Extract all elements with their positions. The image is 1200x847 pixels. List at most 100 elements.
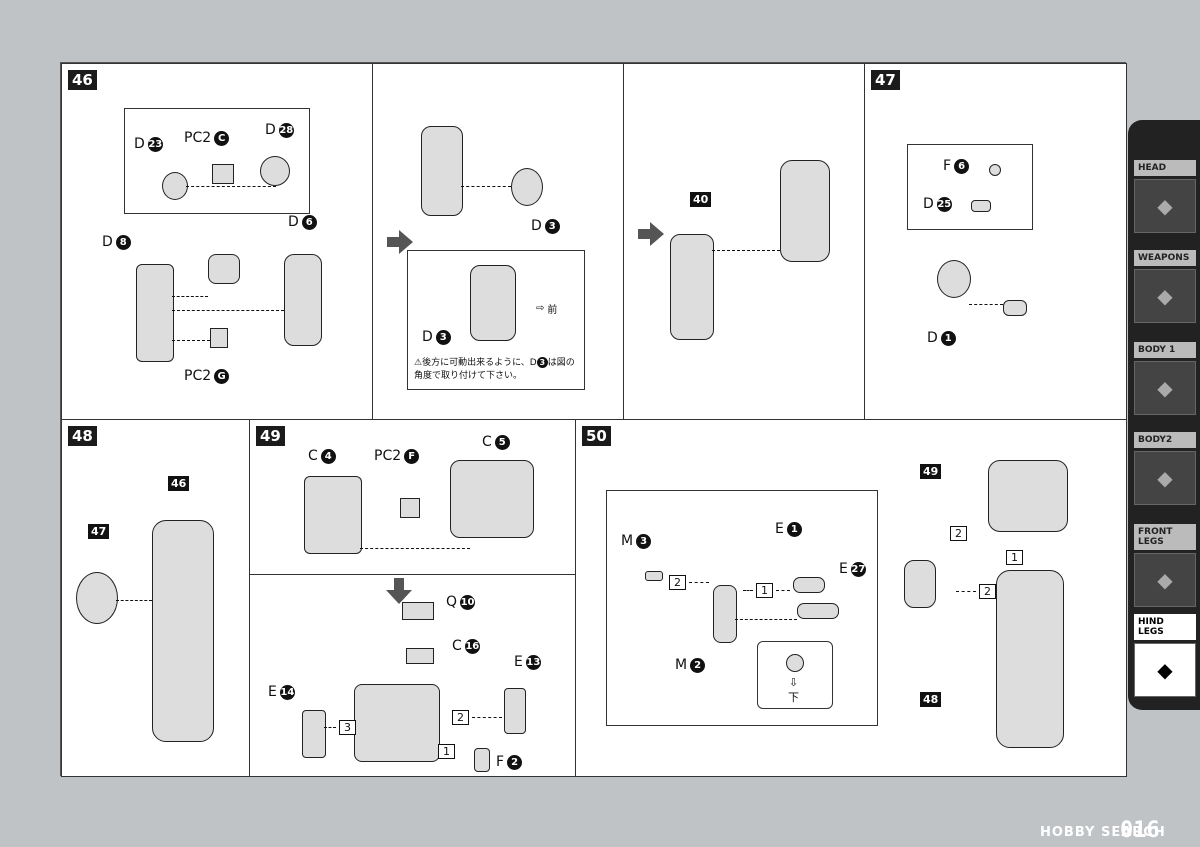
part-shape bbox=[937, 260, 971, 298]
divider bbox=[250, 574, 576, 575]
front-direction: ⇨ 前 bbox=[536, 303, 558, 316]
sequence-step: 1 bbox=[743, 583, 790, 598]
part-shape bbox=[208, 254, 240, 284]
sequence-step: 1 bbox=[438, 744, 455, 759]
sequence-step: 2 bbox=[950, 526, 967, 541]
step-reference-tag: 49 bbox=[920, 464, 942, 479]
part-shape bbox=[793, 577, 825, 593]
part-shape bbox=[971, 200, 991, 212]
sidebar-item-head[interactable]: HEAD ◆ bbox=[1134, 160, 1196, 233]
part-shape bbox=[1003, 300, 1027, 316]
sidebar-item-body1[interactable]: BODY 1 ◆ bbox=[1134, 342, 1196, 415]
part-shape bbox=[152, 520, 214, 742]
body2-thumbnail-icon: ◆ bbox=[1134, 451, 1196, 505]
sequence-step: 2 bbox=[669, 575, 709, 590]
step-48-panel: 48 46 47 bbox=[61, 419, 251, 777]
part-shape bbox=[406, 648, 434, 664]
sidebar-item-label: BODY 1 bbox=[1134, 342, 1196, 358]
part-shape bbox=[713, 585, 737, 643]
page-number: 016 bbox=[1120, 818, 1160, 843]
guide-line bbox=[186, 186, 276, 187]
guide-line bbox=[172, 296, 208, 297]
guide-line bbox=[712, 250, 780, 251]
detail-inset: ⇩下 bbox=[757, 641, 833, 709]
detail-inset bbox=[907, 144, 1033, 230]
sequence-step: 3 bbox=[324, 720, 356, 735]
sidebar-item-weapons[interactable]: WEAPONS◆ bbox=[1134, 250, 1196, 323]
part-shape bbox=[470, 265, 516, 341]
guide-line bbox=[461, 186, 511, 187]
step-number: 50 bbox=[582, 426, 611, 446]
guide-line bbox=[735, 619, 797, 620]
step-number: 48 bbox=[68, 426, 97, 446]
part-shape bbox=[400, 498, 420, 518]
guide-line bbox=[969, 304, 1003, 305]
part-shape bbox=[421, 126, 463, 216]
head-thumbnail-icon: ◆ bbox=[1134, 179, 1196, 233]
sidebar-item-label: BODY2 bbox=[1134, 432, 1196, 448]
part-shape bbox=[162, 172, 188, 200]
step-46-final-panel: 40 bbox=[623, 63, 866, 421]
step-reference-tag: 48 bbox=[920, 692, 942, 707]
sidebar-item-label: WEAPONS bbox=[1134, 250, 1196, 266]
front-legs-thumbnail-icon: ◆ bbox=[1134, 553, 1196, 607]
part-shape bbox=[210, 328, 228, 348]
part-shape bbox=[304, 476, 362, 554]
guide-line bbox=[172, 310, 284, 311]
guide-line bbox=[172, 340, 210, 341]
part-shape bbox=[670, 234, 714, 340]
part-shape bbox=[136, 264, 174, 362]
part-shape bbox=[402, 602, 434, 620]
part-shape bbox=[996, 570, 1064, 748]
part-shape bbox=[780, 160, 830, 262]
sidebar-item-hind-legs[interactable]: HIND LEGS ◆ bbox=[1134, 614, 1196, 697]
guide-line bbox=[360, 548, 470, 549]
guide-line bbox=[116, 600, 152, 601]
sequence-step: 2 bbox=[452, 710, 502, 725]
part-shape bbox=[354, 684, 440, 762]
step-reference-tag: 46 bbox=[168, 476, 190, 491]
body1-thumbnail-icon: ◆ bbox=[1134, 361, 1196, 415]
hind-legs-thumbnail-icon: ◆ bbox=[1134, 643, 1196, 697]
step-reference-tag: 47 bbox=[88, 524, 110, 539]
part-shape bbox=[988, 460, 1068, 532]
sidebar-item-label: FRONT LEGS bbox=[1134, 524, 1196, 550]
sidebar-item-front-legs[interactable]: FRONT LEGS ◆ bbox=[1134, 524, 1196, 607]
part-shape bbox=[645, 571, 663, 581]
part-shape bbox=[76, 572, 118, 624]
sidebar-item-body2[interactable]: BODY2 ◆ bbox=[1134, 432, 1196, 505]
sidebar-item-label: HIND LEGS bbox=[1134, 614, 1196, 640]
sidebar-item-label: HEAD bbox=[1134, 160, 1196, 176]
step-reference-tag: 40 bbox=[690, 192, 712, 207]
next-arrow bbox=[638, 222, 664, 246]
part-shape bbox=[786, 654, 804, 672]
down-direction: ⇩下 bbox=[788, 676, 799, 704]
part-shape bbox=[260, 156, 290, 186]
